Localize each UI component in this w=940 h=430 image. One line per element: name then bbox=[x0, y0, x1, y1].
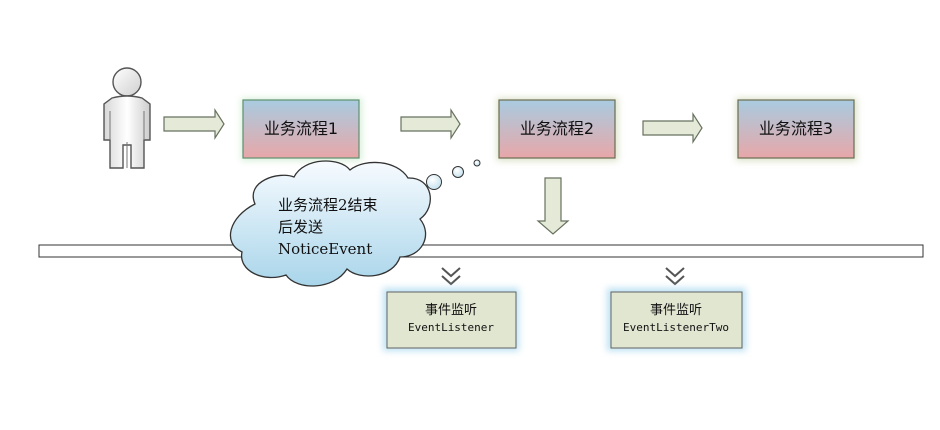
right-arrow-icon bbox=[163, 107, 225, 141]
process-step-2: 业务流程2 bbox=[497, 98, 618, 161]
event-cloud: 业务流程2结束 后发送 NoticeEvent bbox=[229, 160, 431, 287]
process-step-3: 业务流程3 bbox=[736, 98, 857, 161]
process-step-label: 业务流程3 bbox=[759, 119, 833, 138]
right-arrow-icon bbox=[400, 107, 461, 141]
cloud-text-line: NoticeEvent bbox=[278, 240, 372, 258]
listener-box-2: 事件监听 EventListenerTwo bbox=[607, 288, 746, 351]
thought-bubbles bbox=[426, 159, 481, 190]
process-step-label: 业务流程1 bbox=[264, 119, 338, 138]
cloud-text-line: 业务流程2结束 bbox=[278, 196, 378, 214]
double-chevron-down-icon bbox=[441, 267, 461, 286]
listener-title: 事件监听 bbox=[650, 303, 702, 318]
process-step-1: 业务流程1 bbox=[241, 98, 362, 161]
listener-title: 事件监听 bbox=[425, 303, 477, 318]
person-icon bbox=[103, 67, 151, 169]
process-step-label: 业务流程2 bbox=[520, 119, 594, 138]
double-chevron-down-icon bbox=[665, 267, 685, 286]
listener-box-1: 事件监听 EventListener bbox=[383, 288, 519, 351]
listener-subtitle: EventListener bbox=[408, 321, 494, 334]
down-arrow-icon bbox=[536, 177, 570, 235]
event-bus-bar bbox=[38, 244, 924, 258]
listener-subtitle: EventListenerTwo bbox=[623, 321, 729, 334]
right-arrow-icon bbox=[642, 111, 703, 145]
cloud-text-line: 后发送 bbox=[278, 218, 323, 236]
